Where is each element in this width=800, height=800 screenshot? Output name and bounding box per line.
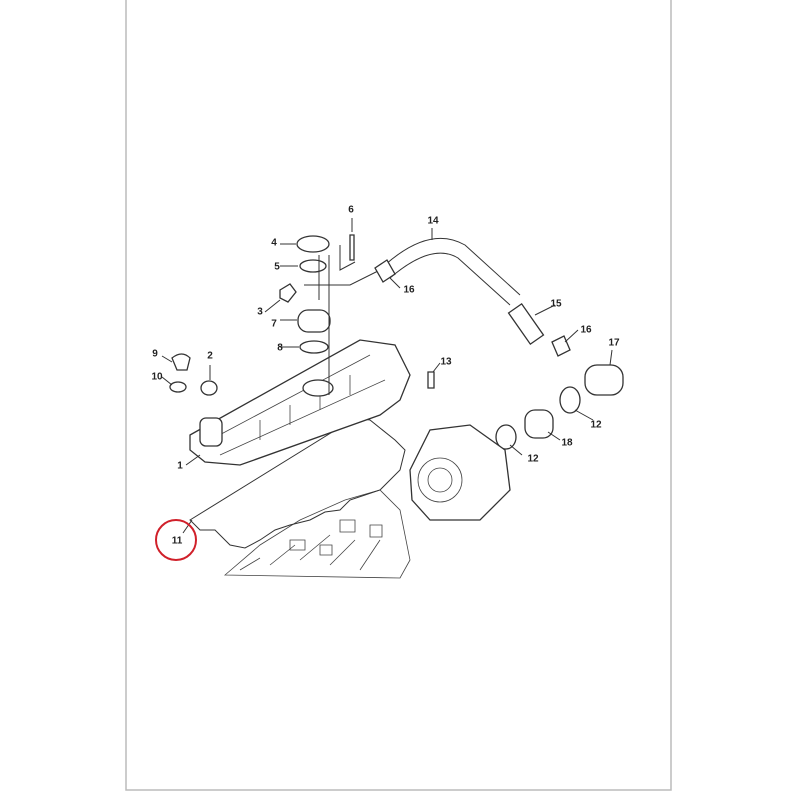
bolt-6 [349, 234, 355, 261]
callout-18: 18 [561, 437, 573, 449]
clamp-12a [559, 386, 581, 414]
callout-12a: 12 [590, 419, 602, 431]
callout-3: 3 [257, 306, 263, 318]
page-frame [125, 0, 672, 791]
spring-15 [507, 302, 545, 346]
cylinder-head [223, 489, 411, 579]
breather-valve-5 [299, 259, 327, 273]
clamp-12b [495, 424, 517, 450]
fitting-13 [427, 371, 435, 389]
callout-13: 13 [440, 356, 452, 368]
callout-4: 4 [271, 237, 277, 249]
connector-17 [584, 364, 624, 396]
callout-8: 8 [277, 342, 283, 354]
oil-filler-cap [171, 353, 191, 371]
o-ring-10 [169, 381, 187, 393]
callout-1: 1 [177, 460, 183, 472]
callout-15: 15 [550, 298, 562, 310]
callout-14: 14 [427, 215, 439, 227]
hose-clamp-16a [374, 259, 396, 283]
callout-16a: 16 [403, 284, 415, 296]
callout-17: 17 [608, 337, 620, 349]
o-ring-8 [299, 340, 329, 354]
callout-6: 6 [348, 204, 354, 216]
breather-housing-7 [297, 309, 331, 333]
breather-cover-4 [296, 235, 330, 253]
grommet-2 [200, 380, 218, 396]
breather-hose [384, 237, 521, 306]
valve-cover-gasket [189, 417, 406, 549]
callout-11: 11 [171, 535, 183, 547]
callout-10: 10 [151, 371, 163, 383]
hose-clamp-16b [551, 335, 571, 357]
valve-cover [189, 339, 411, 466]
elbow-3 [279, 283, 297, 303]
turbocharger [409, 424, 511, 521]
callout-16b: 16 [580, 324, 592, 336]
callout-2: 2 [207, 350, 213, 362]
coupling-18 [524, 409, 554, 439]
callout-7: 7 [271, 318, 277, 330]
callout-5: 5 [274, 261, 280, 273]
callout-12b: 12 [527, 453, 539, 465]
highlight-circle [155, 519, 197, 561]
callout-9: 9 [152, 348, 158, 360]
